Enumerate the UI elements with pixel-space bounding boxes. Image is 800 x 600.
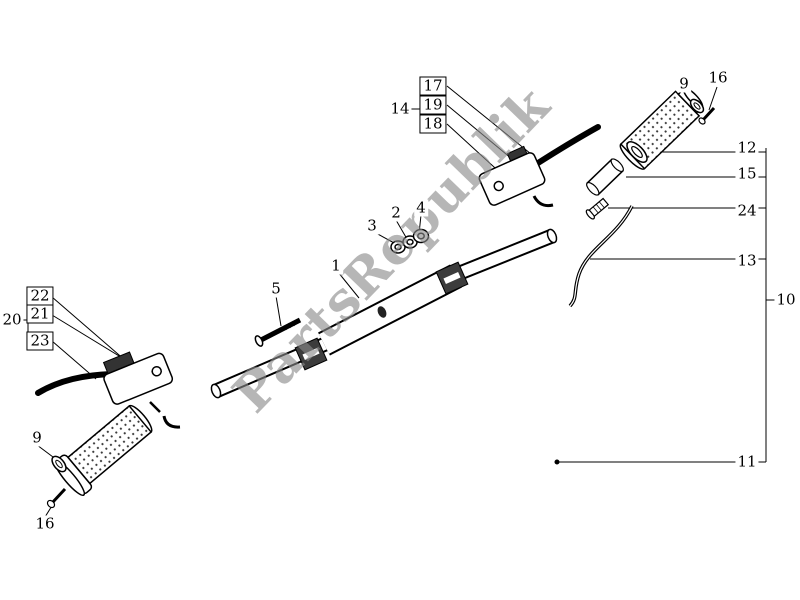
callout-1: 1 (329, 256, 343, 275)
handlebar-tube (210, 228, 558, 399)
callout-9-bottom: 9 (30, 428, 44, 447)
left-grip (54, 404, 153, 497)
callout-18: 18 (419, 114, 447, 134)
left-clamp-parts (149, 401, 181, 429)
right-clamp (532, 195, 554, 208)
callout-21: 21 (26, 304, 54, 324)
callout-19: 19 (419, 95, 447, 115)
callout-4: 4 (414, 198, 428, 217)
screw-16-left (46, 487, 67, 509)
callout-22: 22 (26, 286, 54, 306)
ring-12 (626, 141, 648, 163)
callout-12: 12 (735, 138, 759, 157)
callout-23: 23 (26, 331, 54, 351)
washer-9-left (51, 455, 67, 473)
callout-24: 24 (735, 201, 759, 220)
callout-3: 3 (365, 216, 379, 235)
left-switch-housing (102, 351, 174, 405)
right-brake-lever (535, 124, 601, 166)
callout-2: 2 (389, 203, 403, 222)
washers-2-3-4 (390, 228, 430, 254)
screw-16-right (698, 106, 716, 125)
callout-20: 20 (0, 310, 24, 329)
bolt-5 (254, 317, 302, 347)
callout-10: 10 (774, 290, 798, 309)
handlebar-mount-left (294, 337, 328, 371)
callout-14: 14 (388, 99, 412, 118)
callout-11: 11 (735, 452, 759, 471)
washer-9-right (689, 98, 705, 114)
callout-9-top: 9 (677, 74, 691, 93)
handlebar-mount-right (435, 261, 469, 295)
callout-5: 5 (269, 279, 283, 298)
right-grip (619, 87, 704, 170)
callout-16-bottom: 16 (33, 514, 57, 533)
cable-13 (568, 205, 634, 308)
right-switch-housing (478, 145, 546, 206)
callout-13: 13 (735, 251, 759, 270)
callout-15: 15 (735, 164, 759, 183)
screw-24 (585, 197, 610, 220)
sleeve-15 (586, 158, 624, 196)
callout-17: 17 (419, 76, 447, 96)
callout-16-top: 16 (706, 68, 730, 87)
